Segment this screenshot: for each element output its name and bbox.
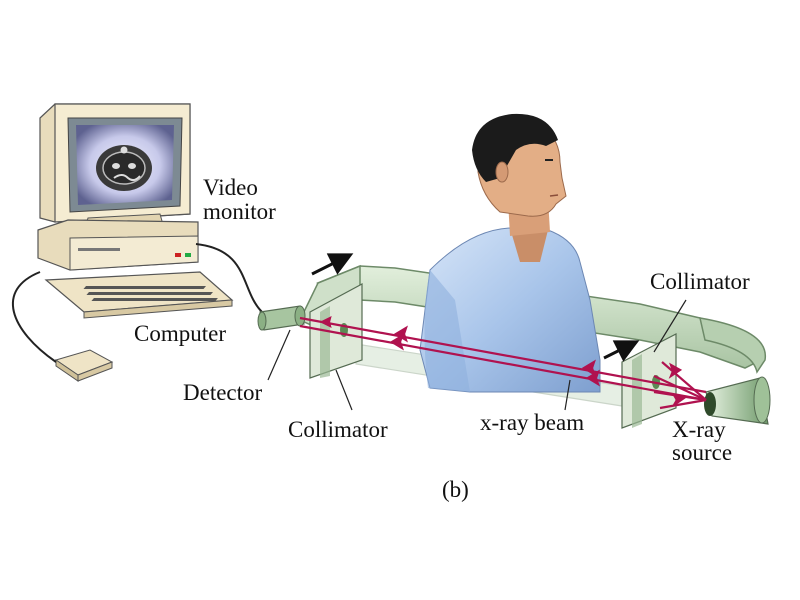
mouse-cable <box>12 271 57 363</box>
label-video: Video <box>203 175 258 200</box>
label-xray-beam: x-ray beam <box>480 410 585 435</box>
disk-led <box>185 253 191 257</box>
computer <box>12 103 263 382</box>
label-xray: X-ray <box>672 417 726 442</box>
detector-cable <box>195 243 263 313</box>
xray-beam <box>299 315 707 410</box>
cpu-unit <box>37 219 199 271</box>
label-collimator-left: Collimator <box>288 417 388 442</box>
xray-source <box>704 376 771 425</box>
rotation-arrow-left <box>311 253 354 276</box>
mouse <box>54 349 114 382</box>
leader-lines <box>267 299 687 411</box>
figure-caption: (b) <box>442 477 469 502</box>
label-detector: Detector <box>183 380 263 405</box>
rotation-arrow-right <box>603 340 640 362</box>
keyboard <box>44 271 234 319</box>
label-source: source <box>672 440 733 465</box>
label-computer: Computer <box>134 321 226 346</box>
video-monitor <box>39 103 191 233</box>
patient <box>419 113 601 393</box>
ct-scan-image <box>96 145 152 191</box>
power-led <box>175 253 181 257</box>
label-collimator-right: Collimator <box>650 269 750 294</box>
detector <box>257 305 306 331</box>
label-monitor: monitor <box>203 199 276 224</box>
